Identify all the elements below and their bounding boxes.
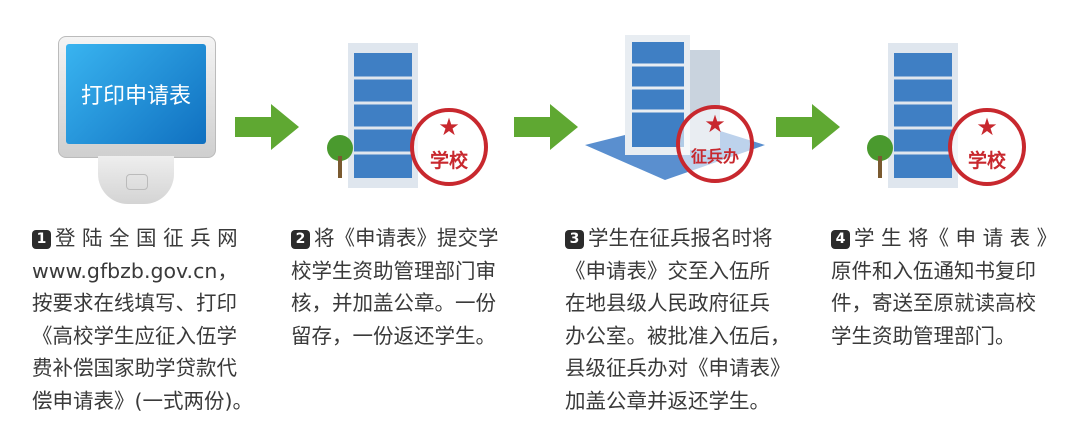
school-building-icon (327, 43, 418, 188)
step-text-line: 《申请表》交至入伍所 (565, 258, 770, 283)
step-text-line: 《高校学生应征入伍学 (32, 323, 237, 348)
recruitment-office-stamp: ★征兵办 (676, 105, 754, 183)
step-text-line: 学 生 将《 申 请 表 》 (854, 226, 1058, 250)
step-text-line: www.gfbzb.gov.cn， (32, 258, 238, 283)
step-text-line: 留存，一份返还学生。 (291, 323, 496, 348)
school-building-icon (867, 43, 958, 188)
step-text-line: 件，寄送至原就读高校 (831, 291, 1036, 315)
step-text-line: 费补偿国家助学贷款代 (32, 356, 237, 380)
computer-monitor-icon: 打印申请表 (58, 36, 218, 206)
step-text-line: 偿申请表》(一式两份)。 (32, 388, 253, 413)
step-text-line: 原件和入伍通知书复印 (831, 258, 1036, 283)
step-text-line: 县级征兵办对《申请表》 (565, 356, 791, 380)
step-text-line: 在地县级人民政府征兵 (565, 291, 770, 315)
step-text-line: 登 陆 全 国 征 兵 网 (55, 226, 238, 250)
school-stamp: ★学校 (948, 108, 1026, 186)
step-text-line: 核，并加盖公章。一份 (291, 291, 496, 315)
step-text-line: 校学生资助管理部门审 (291, 258, 496, 283)
step-number-badge: 4 (831, 230, 850, 249)
arrow-right-icon (514, 104, 578, 150)
arrow-right-icon (776, 104, 840, 150)
step-text-line: 加盖公章并返还学生。 (565, 388, 770, 413)
step-text-line: 办公室。被批准入伍后， (565, 323, 791, 348)
step-number-badge: 3 (565, 230, 584, 249)
step-text-line: 按要求在线填写、打印 (32, 291, 237, 315)
step-text-line: 学生资助管理部门。 (831, 323, 1016, 348)
step-text-line: 学生在征兵报名时将 (588, 226, 773, 250)
step-text-line: 将《申请表》提交学 (314, 226, 499, 250)
arrow-right-icon (235, 104, 299, 150)
school-stamp: ★学校 (410, 108, 488, 186)
step-number-badge: 2 (291, 230, 310, 249)
step-number-badge: 1 (32, 230, 51, 249)
monitor-screen-text: 打印申请表 (80, 84, 191, 109)
